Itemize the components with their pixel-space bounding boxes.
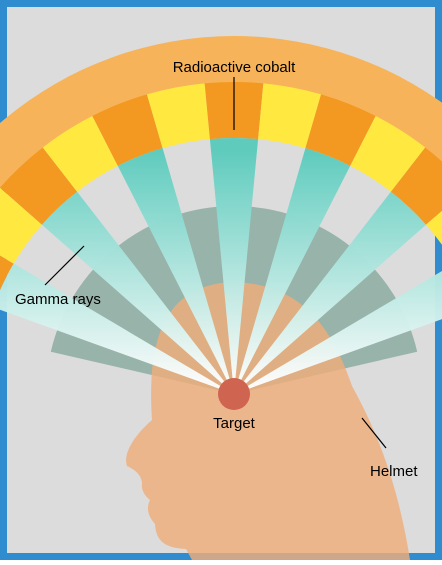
target-marker [218, 378, 250, 410]
label-radioactive-cobalt: Radioactive cobalt [173, 59, 296, 76]
label-target: Target [213, 415, 256, 432]
label-gamma-rays: Gamma rays [15, 291, 101, 308]
label-helmet: Helmet [370, 463, 418, 480]
